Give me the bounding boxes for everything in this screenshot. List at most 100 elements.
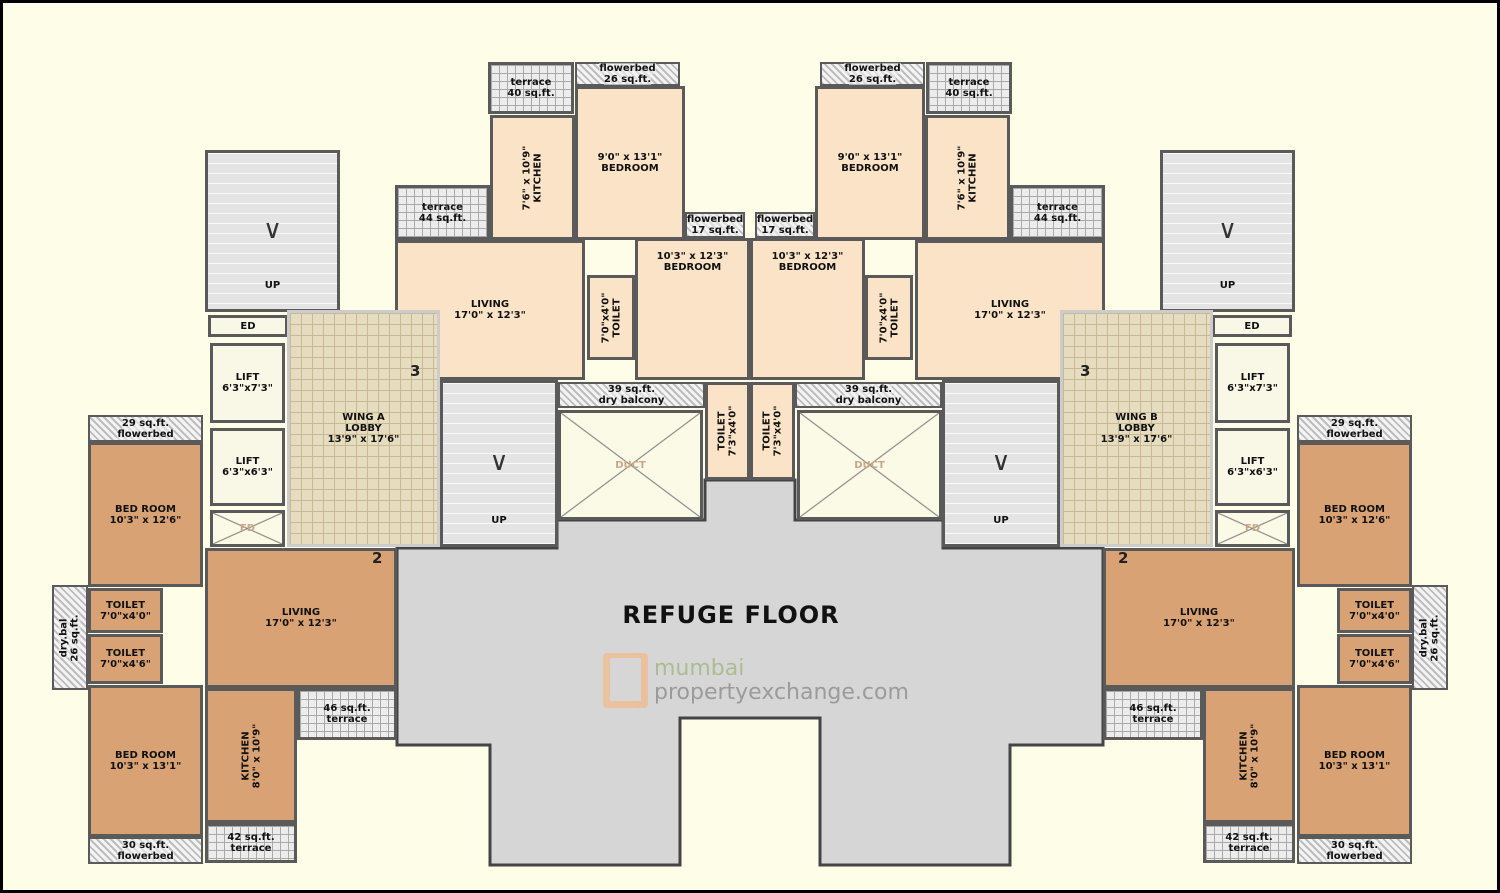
room-label-line: 29 sq.ft. — [1330, 417, 1379, 429]
room-label: 39 sq.ft.dry balcony — [598, 384, 665, 406]
room-label-line: 10'3" x 12'3" — [656, 251, 729, 262]
watermark: mumbai propertyexchange.com — [603, 653, 909, 708]
room-label-line: terrace — [230, 843, 272, 854]
wing-a-room-kitchen3: 7'6" x 10'9"KITCHEN — [490, 115, 575, 240]
room-label: UP — [491, 515, 506, 526]
room-label: 7'0"x4'0"TOILET — [878, 292, 900, 343]
room-label-line: 40 sq.ft. — [507, 88, 555, 99]
room-label-line: 7'6" x 10'9" — [521, 145, 533, 210]
room-label-line: dry.bal — [59, 618, 70, 657]
room-label-line: dry.bal — [1419, 618, 1430, 657]
room-label: 46 sq.ft.terrace — [323, 703, 370, 725]
room-label-line: 26 sq.ft. — [70, 613, 81, 662]
room-label-line: 6'3"x6'3" — [222, 467, 273, 478]
room-label-line: 40 sq.ft. — [945, 88, 993, 99]
room-label-line: 7'0"x4'6" — [100, 659, 151, 670]
room-label-line: UP — [1219, 280, 1236, 291]
room-label-line: terrace — [326, 714, 368, 725]
room-label-line: 42 sq.ft. — [1225, 832, 1273, 843]
watermark-line2: propertyexchange.com — [654, 679, 909, 705]
room-label-line: 30 sq.ft. — [121, 839, 170, 851]
wing-b-room-bed2: 10'3" x 12'3"BEDROOM — [750, 238, 865, 380]
room-label-line: flowerbed — [844, 63, 901, 74]
room-label: FD — [1245, 523, 1260, 534]
wing-a-room-ed: ED — [208, 315, 288, 337]
room-label-line: 8'0" x 10'9" — [251, 723, 262, 788]
room-label: 42 sq.ft.terrace — [1225, 832, 1272, 854]
room-label-line: 13'9" x 17'6" — [327, 434, 400, 445]
wing-b-room-stair1: ∨UP — [1160, 150, 1295, 312]
room-label-line: 39 sq.ft. — [844, 384, 893, 395]
stair-direction-arrow-icon: ∨ — [991, 447, 1011, 478]
room-label: 30 sq.ft.flowerbed — [117, 839, 174, 862]
room-label-line: KITCHEN — [240, 730, 251, 781]
room-label-line: KITCHEN — [1238, 730, 1249, 781]
unit-number: 2 — [1118, 549, 1129, 567]
room-label-line: terrace — [510, 77, 552, 88]
room-label-line: 29 sq.ft. — [121, 417, 170, 429]
stair-direction-arrow-icon: ∨ — [489, 447, 509, 478]
room-label-line: BED ROOM — [1324, 503, 1385, 515]
room-label-line: ED — [1244, 320, 1260, 332]
room-label-line: LIFT — [235, 456, 260, 467]
room-label-line: 7'6" x 10'9" — [956, 145, 968, 210]
room-label: 10'3" x 12'3"BEDROOM — [772, 251, 844, 273]
room-label-line: 13'9" x 17'6" — [1100, 434, 1173, 445]
room-label-line: UP — [993, 515, 1009, 526]
wing-b-room-t42: 42 sq.ft.terrace — [1203, 823, 1295, 863]
wing-a-room-fb30: 30 sq.ft.flowerbed — [88, 837, 203, 864]
room-label-line: 46 sq.ft. — [323, 703, 371, 714]
room-label-line: 6'3"x7'3" — [1227, 383, 1278, 394]
room-label-line: 8'0" x 10'9" — [1249, 723, 1260, 788]
room-label: 7'0"x4'0"TOILET — [600, 292, 622, 343]
room-label-line: flowerbed — [756, 214, 814, 225]
unit-number: 3 — [1080, 362, 1091, 380]
room-label-line: BED ROOM — [115, 503, 176, 515]
room-label-line: LIFT — [1240, 372, 1265, 383]
wing-b-room-fb29: 29 sq.ft.flowerbed — [1297, 415, 1412, 442]
room-label-line: terrace — [1037, 201, 1078, 213]
room-label-line: 10'3" x 12'3" — [771, 251, 844, 262]
room-label-line: 26 sq.ft. — [848, 74, 897, 85]
room-label: ED — [240, 321, 255, 332]
wing-a-room-duct: DUCT — [558, 410, 703, 520]
room-label-line: 9'0" x 13'1" — [597, 152, 663, 163]
unit-number: 3 — [410, 362, 421, 380]
room-label-line: LIFT — [235, 372, 260, 383]
room-label-line: BEDROOM — [663, 262, 722, 273]
room-label-line: BED ROOM — [115, 750, 176, 761]
room-label-line: terrace — [1228, 843, 1270, 854]
room-label-line: 44 sq.ft. — [1033, 212, 1082, 224]
wing-b-room-toilet3: 7'0"x4'0"TOILET — [865, 275, 913, 360]
room-label-line: 10'3" x 12'6" — [109, 514, 182, 526]
room-label: 7'6" x 10'9"KITCHEN — [522, 145, 544, 210]
room-label: 9'0" x 13'1"BEDROOM — [838, 152, 903, 174]
room-label-line: 6'3"x6'3" — [1227, 467, 1278, 478]
room-label-line: BEDROOM — [601, 163, 659, 174]
room-label-line: 17'0" x 12'3" — [1163, 618, 1235, 629]
room-label: 10'3" x 12'3"BEDROOM — [657, 251, 729, 273]
room-label-line: LIVING — [281, 607, 321, 618]
